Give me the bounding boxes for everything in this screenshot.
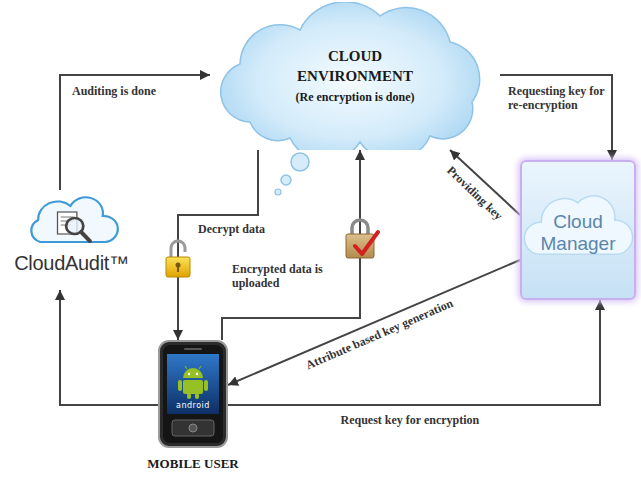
cloud-shape: [221, 2, 480, 150]
mobile-phone: androidMOBILE USER: [158, 340, 228, 448]
bubble: [275, 189, 281, 195]
phone-keys: [172, 420, 214, 436]
android-robot: [178, 366, 208, 399]
connector-arrow: [500, 75, 612, 160]
logo-text: CloudAudit™: [14, 252, 129, 275]
connector-arrow: [222, 150, 360, 340]
cloud-subtitle: (Re encryption is done): [296, 90, 415, 105]
cloud-audit-logo: CloudAudit™: [8, 190, 135, 290]
connector-arrow: [228, 260, 520, 385]
phone-bezel: [163, 345, 223, 443]
connector-arrow: [60, 290, 158, 405]
node-caption: MOBILE USER: [147, 456, 238, 472]
phone-key: [189, 424, 197, 432]
cloud-icon: [524, 196, 632, 254]
edge-label: Request key for encryption: [341, 413, 480, 427]
lock-shackle: [171, 241, 185, 258]
edge-label: Requesting key for re-encryption: [508, 84, 606, 113]
cloud-audit-logo-art: [8, 190, 135, 290]
closed-lock: [346, 220, 378, 258]
magnifier-handle: [81, 232, 90, 241]
cloud-icon: [31, 197, 117, 242]
edge-label: Attribute based key generation: [303, 296, 455, 373]
cloud-environment: CLOUD ENVIRONMENT (Re encryption is done): [210, 2, 500, 150]
robot-eye: [188, 373, 190, 375]
phone-body: [159, 341, 227, 447]
mobile-phone-art: [158, 340, 228, 448]
check-mark: [355, 232, 378, 254]
screen-logo-text: android: [158, 401, 228, 411]
thought-bubbles: [275, 153, 309, 195]
lock-body: [166, 257, 190, 277]
open-lock: [166, 241, 190, 277]
cloud-manager-box: Cloud Manager: [520, 160, 636, 300]
edge-label: Auditing is done: [72, 84, 156, 98]
robot-eye: [196, 373, 198, 375]
edge-label: Decrypt data: [198, 222, 265, 236]
cloud-title: CLOUD ENVIRONMENT: [295, 47, 415, 86]
keyhole: [177, 266, 179, 272]
connector-arrow: [178, 150, 258, 340]
phone-speaker: [184, 348, 202, 350]
box-label: Cloud Manager: [532, 211, 624, 255]
edge-label: Encrypted data is uploaded: [232, 262, 344, 291]
bubble: [291, 153, 309, 171]
bubble: [281, 175, 291, 185]
connector-arrow: [60, 75, 210, 190]
